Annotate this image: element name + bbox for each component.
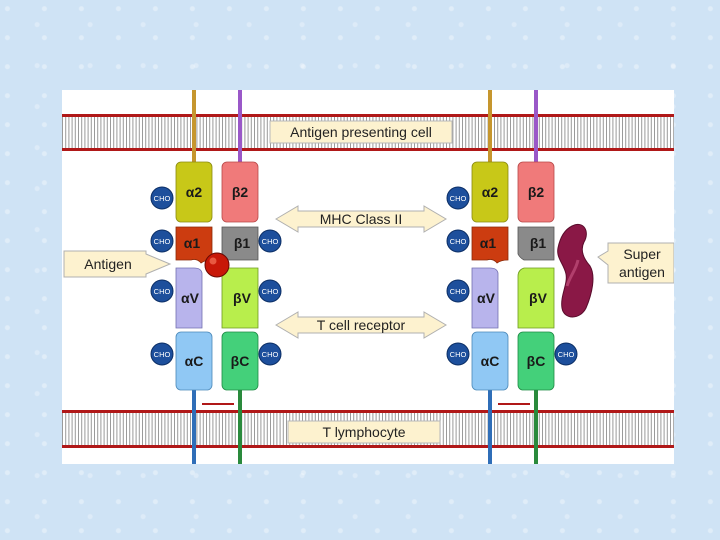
- alphaC-label: αC: [481, 353, 500, 369]
- betaC-domain: [221, 331, 259, 391]
- mhc-class-ii-label: MHC Class II: [320, 211, 402, 227]
- left-complex: α2 β2 α1 β1 αV βV αC βC: [175, 161, 259, 391]
- alpha1-label: α1: [480, 235, 497, 251]
- antigen-callout: Antigen: [63, 250, 172, 278]
- alphaV-domain: [175, 267, 203, 329]
- svg-text:CHO: CHO: [558, 350, 575, 359]
- beta2-domain: [221, 161, 259, 223]
- cho-marker: CHO: [446, 342, 470, 366]
- superantigen-callout: Super antigen: [597, 242, 675, 284]
- alphaC-domain: [175, 331, 213, 391]
- betaC-label: βC: [527, 353, 546, 369]
- cho-marker: CHO: [150, 186, 174, 210]
- t-cell-membrane: [62, 410, 674, 448]
- t-lymphocyte-label-box: T lymphocyte: [287, 420, 441, 444]
- alphaC-label: αC: [185, 353, 204, 369]
- cho-marker: CHO: [150, 342, 174, 366]
- superantigen-label-line2: antigen: [619, 264, 665, 280]
- beta2-domain: [517, 161, 555, 223]
- alpha2-label: α2: [186, 184, 203, 200]
- cho-marker: CHO: [446, 229, 470, 253]
- alpha1-label: α1: [184, 235, 201, 251]
- svg-text:CHO: CHO: [450, 287, 467, 296]
- cho-marker: CHO: [446, 186, 470, 210]
- antigen-label: Antigen: [84, 256, 131, 272]
- alphaV-label: αV: [181, 290, 200, 306]
- cho-marker: CHO: [150, 229, 174, 253]
- alphaV-label: αV: [477, 290, 496, 306]
- stalks: [192, 90, 538, 464]
- apc-membrane: [62, 114, 674, 151]
- alpha2-domain: [471, 161, 509, 223]
- beta1-domain: [517, 226, 555, 261]
- apc-label: Antigen presenting cell: [290, 124, 432, 140]
- beta2-label: β2: [232, 184, 249, 200]
- superantigen-label-line1: Super: [623, 246, 661, 262]
- cho-markers: CHO CHO CHO CHO CHO CHO CHO CHO CHO CHO …: [150, 186, 578, 366]
- svg-text:CHO: CHO: [154, 237, 171, 246]
- beta1-label: β1: [530, 235, 547, 251]
- svg-text:CHO: CHO: [154, 350, 171, 359]
- betaC-domain: [517, 331, 555, 391]
- alpha2-label: α2: [482, 184, 499, 200]
- betaV-label: βV: [529, 290, 548, 306]
- antigen-peptide: [204, 252, 230, 278]
- t-lymphocyte-label: T lymphocyte: [323, 424, 406, 440]
- t-cell-receptor-arrow: T cell receptor: [275, 311, 447, 339]
- figure-panel: α2 β2 α1 β1 αV βV αC βC: [62, 90, 675, 464]
- cho-marker: CHO: [150, 279, 174, 303]
- betaV-domain: [517, 267, 555, 329]
- svg-text:CHO: CHO: [262, 287, 279, 296]
- apc-label-box: Antigen presenting cell: [269, 120, 453, 144]
- betaV-label: βV: [233, 290, 252, 306]
- cho-marker: CHO: [258, 342, 282, 366]
- mhc-tcr-diagram: α2 β2 α1 β1 αV βV αC βC: [62, 90, 675, 464]
- svg-text:CHO: CHO: [262, 350, 279, 359]
- beta1-label: β1: [234, 235, 251, 251]
- svg-text:CHO: CHO: [450, 194, 467, 203]
- beta2-label: β2: [528, 184, 545, 200]
- mhc-class-ii-arrow: MHC Class II: [275, 205, 447, 233]
- svg-text:CHO: CHO: [450, 350, 467, 359]
- cho-marker: CHO: [258, 279, 282, 303]
- right-complex: α2 β2 α1 β1 αV βV αC βC: [471, 161, 594, 391]
- svg-text:CHO: CHO: [450, 237, 467, 246]
- alpha1-domain: [471, 226, 509, 264]
- cho-marker: CHO: [446, 279, 470, 303]
- alphaV-domain: [471, 267, 499, 329]
- svg-text:CHO: CHO: [154, 194, 171, 203]
- svg-text:CHO: CHO: [262, 237, 279, 246]
- t-cell-receptor-label: T cell receptor: [317, 317, 406, 333]
- cho-marker: CHO: [554, 342, 578, 366]
- cho-marker: CHO: [258, 229, 282, 253]
- betaC-label: βC: [231, 353, 250, 369]
- svg-text:CHO: CHO: [154, 287, 171, 296]
- alphaC-domain: [471, 331, 509, 391]
- alpha2-domain: [175, 161, 213, 223]
